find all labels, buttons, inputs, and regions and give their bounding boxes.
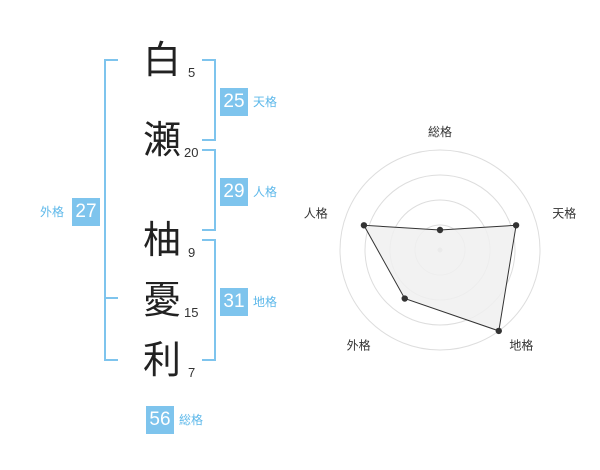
- gaikaku-label: 外格: [40, 205, 65, 219]
- tenkaku-bracket: [202, 59, 216, 141]
- stroke-count-5: 7: [188, 365, 196, 380]
- radar-point-4: [401, 295, 408, 302]
- radar-axis-label-2: 天格: [552, 206, 576, 221]
- radar-axis-label-1: 総格: [428, 124, 452, 139]
- name-character-3: 柚: [142, 218, 181, 262]
- chikaku-value: 31: [220, 288, 248, 316]
- jinkaku-label: 人格: [253, 185, 278, 199]
- gaikaku-value: 27: [72, 198, 100, 226]
- gaikaku-bracket: [104, 59, 118, 361]
- soukaku-label: 総格: [179, 413, 204, 427]
- radar-point-3: [495, 327, 502, 335]
- tenkaku-label: 天格: [253, 95, 278, 109]
- gaikaku-divider: [104, 297, 118, 299]
- name-character-1: 白: [142, 38, 181, 82]
- radar-axis-label-3: 地格: [509, 338, 533, 353]
- radar-ring: [339, 149, 541, 351]
- radar-point-1: [436, 226, 444, 234]
- stroke-count-4: 15: [184, 305, 199, 320]
- radar-axis-label-4: 外格: [347, 338, 371, 353]
- name-character-4: 憂: [142, 278, 181, 322]
- chikaku-bracket: [202, 239, 216, 361]
- jinkaku-bracket: [202, 149, 216, 231]
- soukaku-value: 56: [146, 406, 174, 434]
- radar-ring: [364, 174, 516, 326]
- radar-series-polygon: [363, 224, 517, 332]
- radar-axis-label-5: 人格: [304, 206, 328, 221]
- radar-point-5: [360, 222, 368, 229]
- stroke-count-2: 20: [184, 145, 199, 160]
- radar-point-2: [512, 222, 520, 229]
- stroke-count-1: 5: [188, 65, 196, 80]
- name-character-2: 瀬: [142, 118, 181, 162]
- tenkaku-value: 25: [220, 88, 248, 116]
- stroke-count-3: 9: [188, 245, 196, 260]
- name-character-5: 利: [142, 338, 181, 382]
- jinkaku-value: 29: [220, 178, 248, 206]
- chikaku-label: 地格: [253, 295, 278, 309]
